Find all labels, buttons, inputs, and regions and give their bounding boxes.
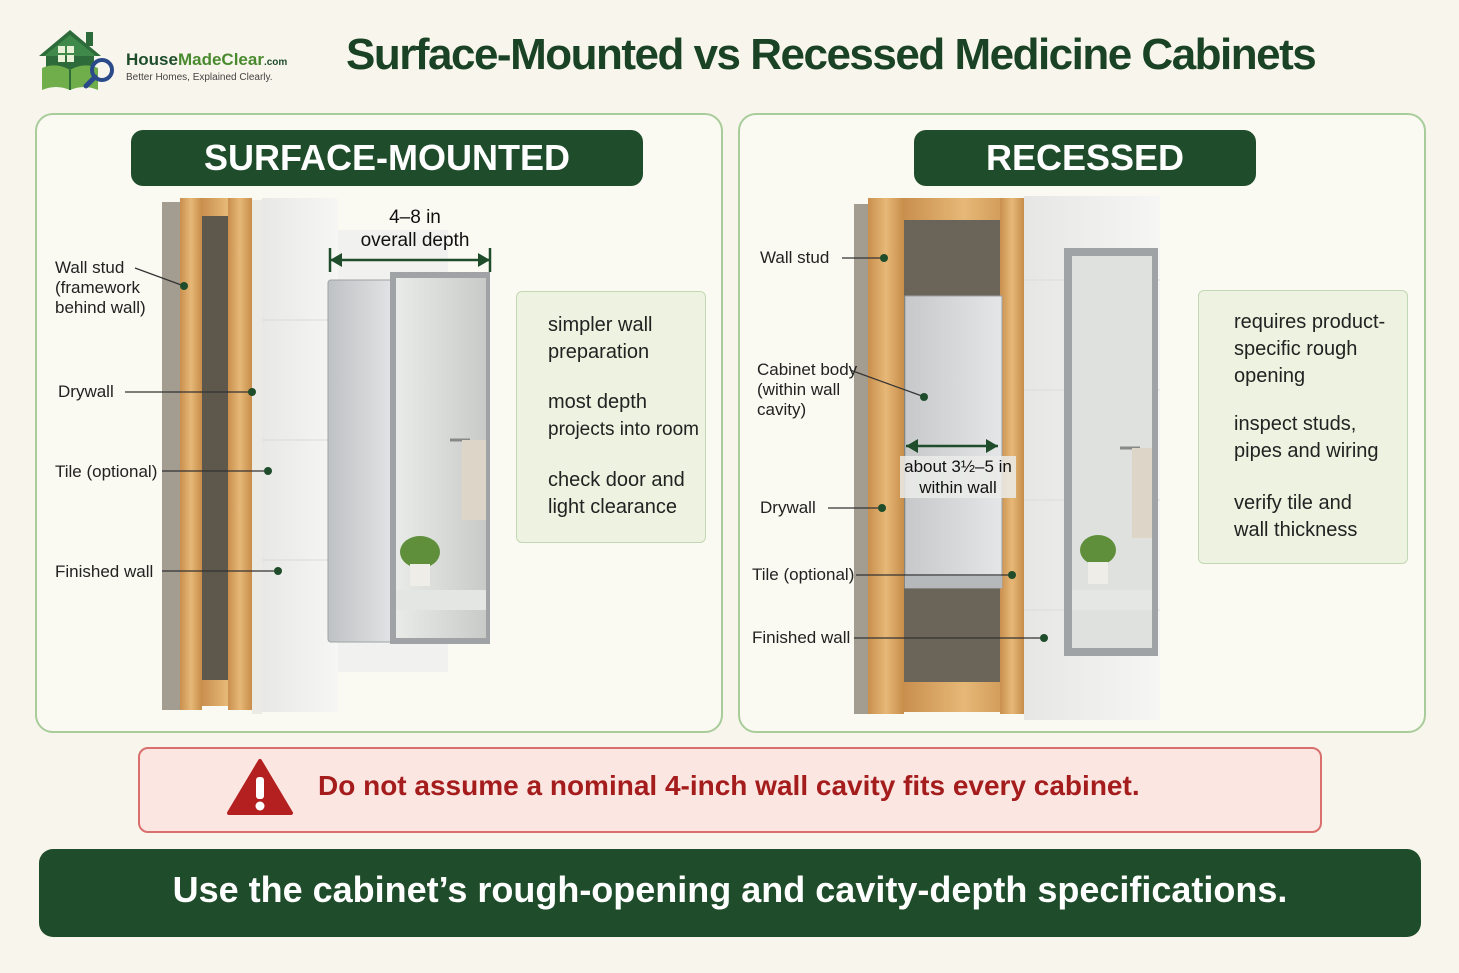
surface-notes-box	[516, 291, 706, 543]
recessed-note-2: inspect studs, pipes and wiring	[1198, 411, 1406, 465]
surface-mounted-illustration	[162, 198, 492, 714]
footer-banner	[39, 849, 1421, 937]
brand-name: HouseMadeClear.com	[126, 50, 288, 69]
note-line: specific rough	[1234, 338, 1358, 360]
depth-line-2: within wall	[919, 478, 997, 497]
depth-line-1: about 3½–5 in	[904, 457, 1012, 476]
label-drywall: Drywall	[760, 498, 816, 517]
warning-text: Do not assume a nominal 4-inch wall cavi…	[318, 770, 1140, 801]
depth-line-1: 4–8 in	[389, 207, 441, 228]
warning-banner	[138, 747, 1322, 833]
label-finished-wall: Finished wall	[752, 628, 851, 647]
house-logo-icon	[39, 30, 114, 90]
label-wall-stud: Wall stud (framework behind wall)	[55, 258, 146, 318]
note-line: most depth	[548, 391, 647, 413]
note-line: preparation	[548, 341, 650, 363]
note-line: projects into room	[548, 419, 700, 440]
label-line: (framework	[55, 278, 141, 297]
recessed-heading: RECESSED	[914, 130, 1256, 186]
label-line: behind wall)	[55, 298, 146, 317]
footer-text: Use the cabinet’s rough-opening and cavi…	[172, 869, 1288, 910]
label-finished-wall: Finished wall	[55, 562, 154, 581]
recessed-notes-box	[1198, 290, 1408, 564]
note-line: verify tile and	[1234, 492, 1352, 514]
label-wall-stud: Wall stud	[760, 248, 830, 267]
brand-tagline: Better Homes, Explained Clearly.	[126, 72, 273, 83]
note-line: simpler wall	[548, 314, 653, 336]
note-line: light clearance	[548, 496, 677, 518]
surface-mounted-heading: SURFACE-MOUNTED	[131, 130, 643, 186]
label-tile: Tile (optional)	[752, 565, 855, 584]
label-drywall: Drywall	[58, 382, 114, 401]
depth-line-2: overall depth	[360, 230, 470, 251]
note-line: wall thickness	[1234, 519, 1358, 541]
surface-note-2: most depth projects into room	[516, 389, 704, 443]
recessed-illustration	[854, 196, 1160, 720]
page-title: Surface-Mounted vs Recessed Medicine Cab…	[346, 30, 1317, 79]
note-line: opening	[1234, 365, 1306, 387]
label-line: cavity)	[757, 400, 807, 419]
note-line: requires product-	[1234, 311, 1386, 333]
note-line: check door and	[548, 469, 685, 491]
label-line: Cabinet body	[757, 360, 858, 379]
warning-triangle-icon	[227, 759, 293, 815]
label-tile: Tile (optional)	[55, 462, 158, 481]
recessed-note-3: verify tile and wall thickness	[1198, 490, 1406, 544]
label-line: Wall stud	[55, 258, 125, 277]
surface-depth-label: 4–8 in overall depth	[330, 206, 500, 252]
note-line: inspect studs,	[1234, 413, 1357, 435]
surface-note-1: simpler wall preparation	[516, 312, 704, 366]
surface-note-3: check door and light clearance	[516, 467, 704, 521]
note-line: pipes and wiring	[1234, 440, 1379, 462]
label-cabinet-body: Cabinet body (within wall cavity)	[757, 360, 857, 420]
label-line: (within wall	[757, 380, 841, 399]
recessed-note-1: requires product-specific rough opening	[1198, 309, 1406, 390]
recessed-depth-label: about 3½–5 in within wall	[900, 456, 1016, 498]
